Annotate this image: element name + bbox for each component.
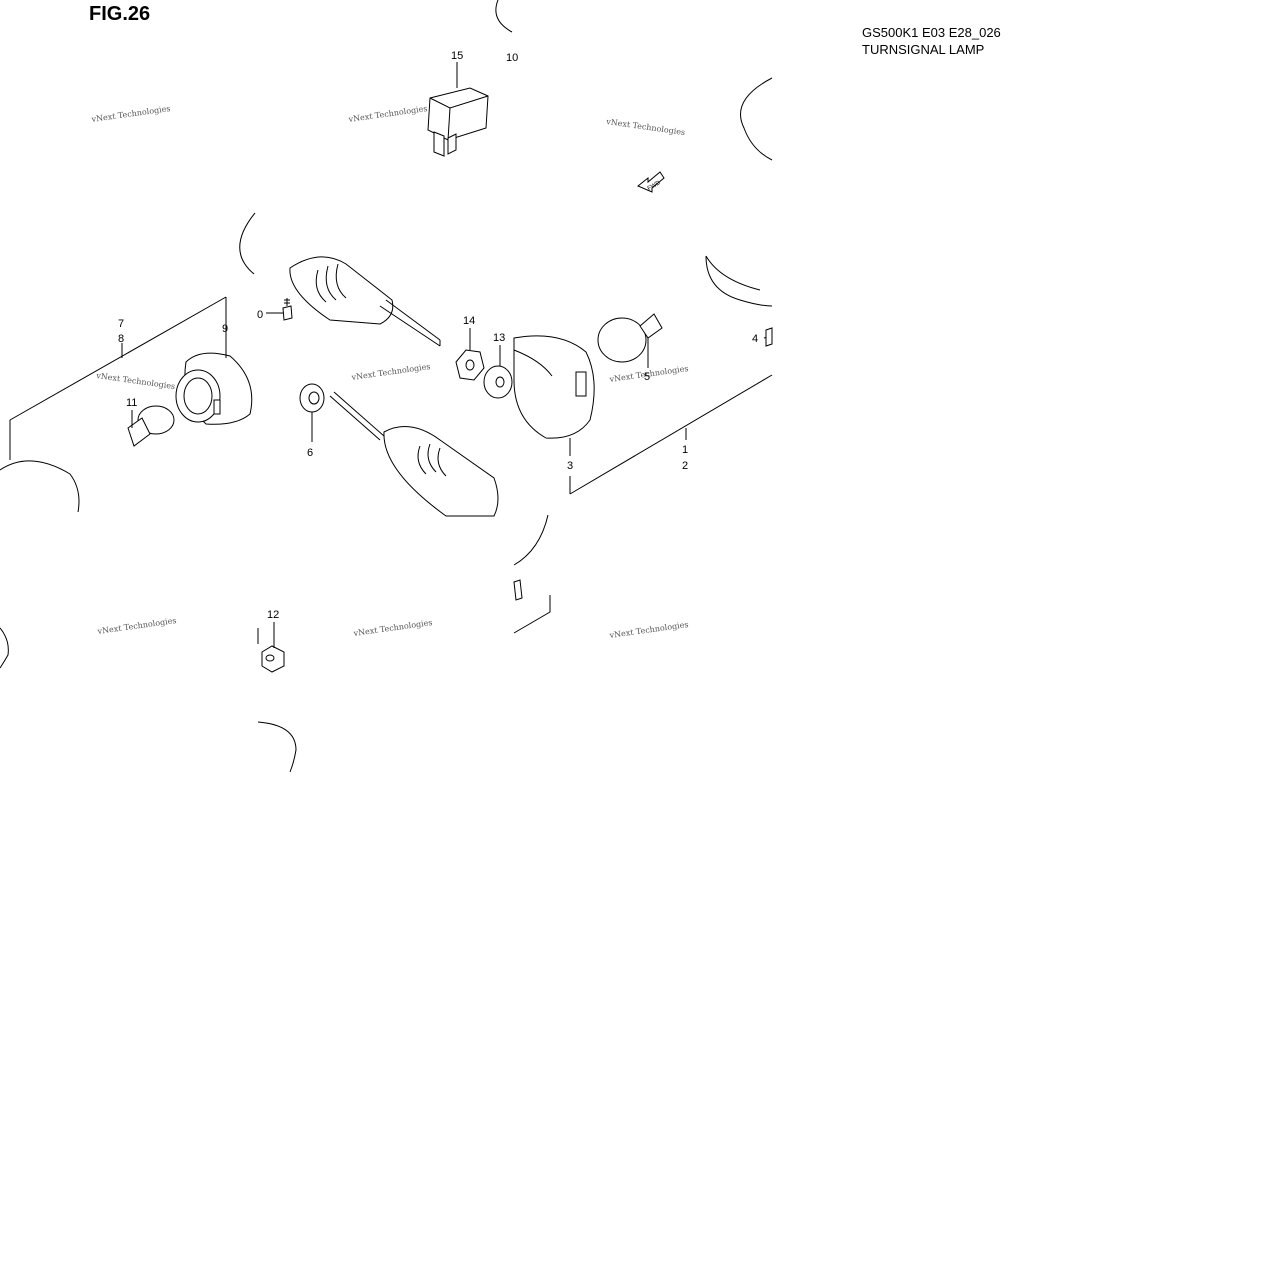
upper-lamp-assembly: [289, 256, 441, 347]
frame-lines: [9, 296, 773, 634]
relay-part-15: [427, 87, 489, 157]
callout-1: 1: [682, 444, 688, 456]
callout-11: 11: [126, 397, 137, 409]
callout-7: 7: [118, 318, 124, 330]
callout-14: 14: [463, 315, 475, 327]
callout-15: 15: [451, 50, 463, 62]
housing-part-3: [513, 335, 595, 439]
figure-number: FIG.26: [89, 3, 151, 25]
grommet-part-6: [299, 383, 325, 413]
watermark-text: vNext Technologies: [608, 620, 689, 640]
callout-0: 0: [257, 309, 263, 321]
leader-lines: [121, 62, 687, 648]
watermark-text: vNext Technologies: [90, 104, 171, 124]
callout-12: 12: [267, 609, 279, 621]
watermark-text: vNext Technologies: [352, 618, 433, 638]
bulb-part-11: [127, 405, 175, 447]
section-title: TURNSIGNAL LAMP: [862, 42, 985, 57]
nut-part-14: [455, 349, 485, 381]
callouts: 15 10 0 7 8 9 14 13 5 4 11 6 3 1 2 12: [118, 50, 758, 621]
callout-5: 5: [644, 371, 650, 383]
watermark-text: vNext Technologies: [605, 117, 686, 137]
callout-3: 3: [567, 460, 573, 472]
lens-part-9: [175, 352, 253, 425]
nut-part-12: [261, 645, 285, 673]
watermark-text: vNext Technologies: [350, 362, 431, 382]
fwd-arrow-icon: FWD: [637, 171, 665, 193]
washer-part-13: [483, 365, 513, 399]
watermark-text: vNext Technologies: [347, 104, 428, 124]
screw-part-0: [282, 298, 293, 321]
callout-8: 8: [118, 333, 124, 345]
model-code: GS500K1 E03 E28_026: [862, 25, 1001, 40]
watermark-text: vNext Technologies: [95, 371, 176, 391]
callout-13: 13: [493, 332, 505, 344]
callout-2: 2: [682, 460, 688, 472]
watermark-text: vNext Technologies: [96, 616, 177, 636]
bulb-part-5: [597, 313, 663, 363]
callout-9: 9: [222, 323, 228, 335]
callout-6: 6: [307, 447, 313, 459]
callout-4: 4: [752, 333, 758, 345]
lower-lamp-assembly: [329, 391, 499, 517]
screw-part-4: [763, 327, 773, 347]
callout-10: 10: [506, 52, 518, 64]
watermarks: vNext Technologies vNext Technologies vN…: [90, 104, 689, 640]
frame-arcs: [0, 0, 773, 773]
screw-part-lower: [513, 579, 523, 601]
